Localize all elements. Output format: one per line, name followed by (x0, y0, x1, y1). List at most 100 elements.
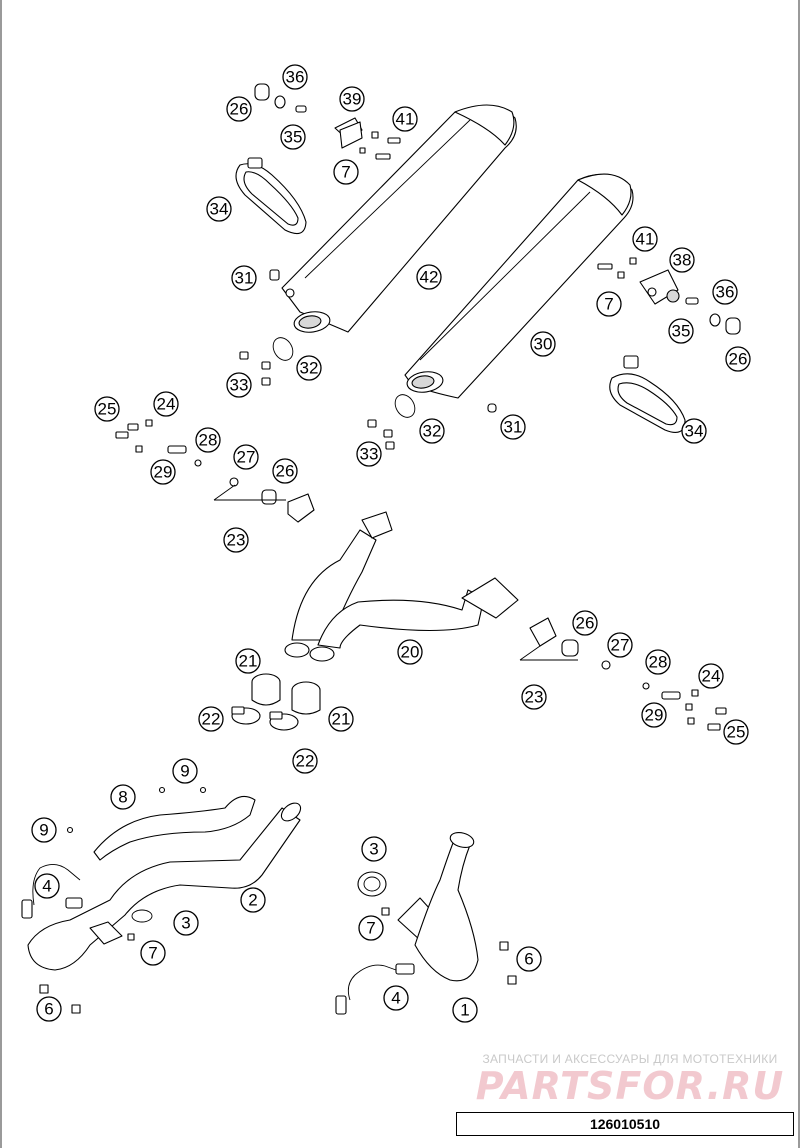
callout-27-a: 27 (233, 444, 259, 470)
svg-text:33: 33 (230, 376, 249, 395)
callout-25-b: 25 (723, 719, 749, 745)
callout-9-a: 9 (172, 758, 198, 784)
svg-text:27: 27 (237, 448, 256, 467)
callout-41-a: 41 (392, 106, 418, 132)
svg-text:27: 27 (611, 636, 630, 655)
svg-text:6: 6 (524, 950, 533, 969)
svg-text:29: 29 (154, 463, 173, 482)
svg-text:4: 4 (391, 989, 400, 1008)
svg-text:20: 20 (401, 643, 420, 662)
svg-text:36: 36 (286, 68, 305, 87)
svg-text:36: 36 (716, 283, 735, 302)
callout-22-a: 22 (198, 706, 224, 732)
callout-21-a: 21 (235, 648, 261, 674)
callout-26-c: 26 (272, 458, 298, 484)
svg-text:34: 34 (210, 200, 229, 219)
svg-text:23: 23 (227, 531, 246, 550)
svg-text:25: 25 (727, 723, 746, 742)
callout-34-b: 34 (681, 418, 707, 444)
callout-7-b: 7 (596, 291, 622, 317)
hardware-upper-right (367, 257, 741, 450)
watermark-tagline: ЗАПЧАСТИ И АКСЕССУАРЫ ДЛЯ МОТОТЕХНИКИ (482, 1052, 778, 1066)
nut-6-a (39, 984, 49, 994)
svg-text:21: 21 (332, 710, 351, 729)
callout-36-b: 36 (712, 279, 738, 305)
svg-text:7: 7 (341, 163, 350, 182)
lambda-sensor-right (335, 963, 415, 1015)
svg-text:7: 7 (148, 944, 157, 963)
svg-text:1: 1 (460, 1001, 469, 1020)
svg-text:3: 3 (369, 840, 378, 859)
svg-text:23: 23 (525, 688, 544, 707)
svg-text:21: 21 (239, 652, 258, 671)
callout-36-a: 36 (282, 64, 308, 90)
callout-7-a: 7 (333, 159, 359, 185)
svg-text:32: 32 (300, 359, 319, 378)
callout-32-a: 32 (296, 355, 322, 381)
callout-28-b: 28 (645, 649, 671, 675)
svg-text:9: 9 (180, 762, 189, 781)
callout-38: 38 (669, 247, 695, 273)
svg-text:41: 41 (396, 110, 415, 129)
svg-text:26: 26 (729, 350, 748, 369)
callout-23-a: 23 (223, 527, 249, 553)
callout-1: 1 (452, 997, 478, 1023)
svg-text:39: 39 (343, 90, 362, 109)
header-pipe-1 (357, 832, 517, 985)
y-pipe (284, 511, 519, 662)
svg-text:2: 2 (248, 891, 257, 910)
callout-27-b: 27 (607, 632, 633, 658)
callout-21-b: 21 (328, 706, 354, 732)
heat-shield (66, 786, 256, 861)
callout-28-a: 28 (195, 427, 221, 453)
callout-35-a: 35 (280, 124, 306, 150)
watermark-brand-logo: PARTSFOR.RU (475, 1064, 785, 1108)
drawing-number: 126010510 (456, 1112, 794, 1136)
svg-text:29: 29 (645, 706, 664, 725)
svg-text:28: 28 (199, 431, 218, 450)
svg-text:38: 38 (673, 251, 692, 270)
svg-text:42: 42 (420, 268, 439, 287)
callout-9-b: 9 (31, 817, 57, 843)
svg-text:8: 8 (118, 788, 127, 807)
svg-text:7: 7 (366, 919, 375, 938)
svg-text:35: 35 (284, 128, 303, 147)
svg-text:26: 26 (276, 462, 295, 481)
svg-text:3: 3 (181, 914, 190, 933)
svg-text:6: 6 (44, 1000, 53, 1019)
callout-24-a: 24 (153, 391, 179, 417)
callout-23-b: 23 (521, 684, 547, 710)
svg-text:32: 32 (423, 422, 442, 441)
callout-32-b: 32 (419, 418, 445, 444)
svg-text:9: 9 (39, 821, 48, 840)
callout-26-a: 26 (226, 96, 252, 122)
clamp-34-lower (609, 355, 686, 433)
callout-6-b: 6 (516, 946, 542, 972)
callout-29-a: 29 (150, 459, 176, 485)
sleeves-and-clamps (231, 673, 321, 731)
callout-39: 39 (339, 86, 365, 112)
clamp-34-upper (235, 157, 307, 235)
callout-22-b: 22 (292, 748, 318, 774)
callout-35-b: 35 (668, 318, 694, 344)
svg-text:26: 26 (576, 614, 595, 633)
svg-text:25: 25 (98, 400, 117, 419)
watermark: ЗАПЧАСТИ И АКСЕССУАРЫ ДЛЯ МОТОТЕХНИКИ PA… (470, 1052, 790, 1106)
svg-text:7: 7 (604, 295, 613, 314)
svg-text:28: 28 (649, 653, 668, 672)
header-pipe-2 (27, 802, 302, 971)
svg-text:24: 24 (702, 667, 721, 686)
callout-3-b: 3 (361, 836, 387, 862)
svg-text:22: 22 (296, 752, 315, 771)
callout-25-a: 25 (94, 396, 120, 422)
callout-29-b: 29 (641, 702, 667, 728)
bracket-38 (639, 269, 680, 305)
callout-6-a: 6 (36, 996, 62, 1022)
svg-text:24: 24 (157, 395, 176, 414)
callout-8: 8 (110, 784, 136, 810)
svg-text:33: 33 (360, 445, 379, 464)
callout-26-d: 26 (572, 610, 598, 636)
svg-text:31: 31 (235, 269, 254, 288)
callout-3-a: 3 (173, 910, 199, 936)
